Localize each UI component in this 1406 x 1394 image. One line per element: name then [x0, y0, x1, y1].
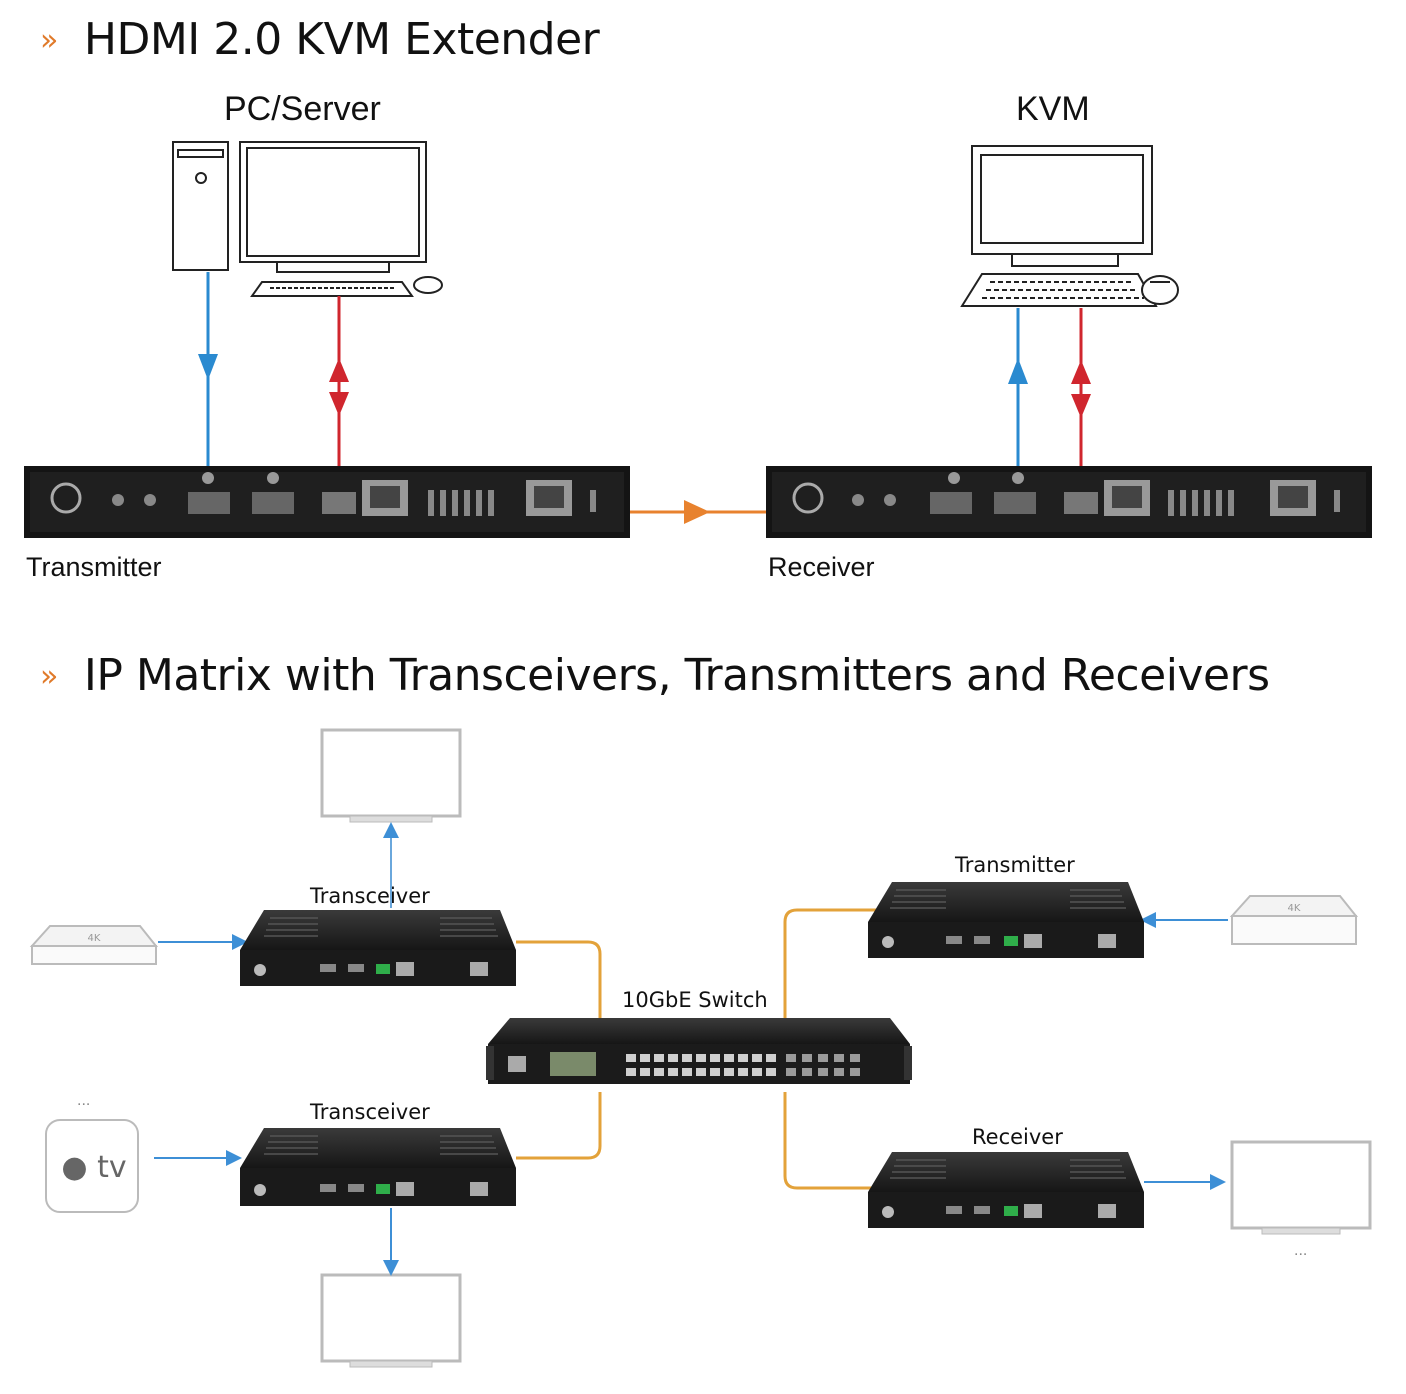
display-bottom-icon [320, 1273, 462, 1368]
cable-transceiver-top [516, 940, 602, 1018]
kvm-keyboard-icon [960, 273, 1158, 307]
label-transmitter: Transmitter [26, 552, 162, 582]
title-text: HDMI 2.0 KVM Extender [83, 14, 600, 65]
label-receiver-2: Receiver [972, 1125, 1063, 1149]
chevron-marker-icon: » [40, 23, 58, 58]
transceiver-top-device [240, 910, 516, 986]
usb-link-tx [329, 296, 349, 468]
label-10gbe-switch: 10GbE Switch [622, 988, 768, 1012]
label-transceiver-top: Transceiver [310, 884, 430, 908]
monitor-icon [239, 141, 427, 273]
chevron-marker-icon: » [40, 659, 58, 694]
usb-link-rx [1071, 308, 1091, 468]
keyboard-icon [250, 281, 414, 297]
transmitter-device [24, 466, 630, 538]
network-switch-device [486, 1018, 912, 1084]
display-right-icon [1230, 1140, 1372, 1235]
kvm-monitor-icon [971, 145, 1153, 267]
label-pc-server: PC/Server [224, 90, 381, 128]
video-link-rx [1008, 308, 1028, 468]
4k-source-box-left-icon: 4K [29, 925, 159, 965]
label-transceiver-bottom: Transceiver [310, 1100, 430, 1124]
cable-transceiver-bottom [516, 1092, 602, 1160]
receiver-2-device [868, 1152, 1144, 1228]
pc-tower-icon [172, 141, 229, 271]
apple-logo-icon: ● [61, 1150, 87, 1185]
svg-text:● tv: ● tv [61, 1150, 126, 1185]
label-transmitter-2: Transmitter [955, 853, 1075, 877]
4k-label-right: 4K [1288, 903, 1301, 914]
mouse-icon [413, 276, 443, 294]
receiver-device [766, 466, 1372, 538]
transceiver-bottom-device [240, 1128, 516, 1206]
apple-tv-label: tv [97, 1150, 127, 1185]
display-top-icon [320, 728, 462, 823]
4k-source-box-right-icon: 4K [1229, 895, 1359, 945]
title-text: IP Matrix with Transceivers, Transmitter… [83, 650, 1270, 701]
section-title-ip-matrix: » IP Matrix with Transceivers, Transmitte… [40, 650, 1270, 701]
video-link-tx [198, 272, 218, 468]
cable-receiver [783, 1092, 880, 1190]
label-receiver: Receiver [768, 552, 875, 582]
cable-transmitter [783, 908, 880, 1018]
ellipsis-bottom: ... [1294, 1242, 1308, 1259]
cable-lines [516, 908, 880, 1190]
transmitter-2-device [868, 882, 1144, 958]
label-kvm: KVM [1016, 90, 1090, 128]
4k-label-left: 4K [88, 933, 101, 944]
kvm-mouse-icon [1141, 275, 1179, 305]
apple-tv-icon: ● tv [45, 1119, 139, 1213]
ellipsis-top: ... [77, 1092, 91, 1109]
network-link [630, 500, 766, 524]
section-title-kvm-extender: » HDMI 2.0 KVM Extender [40, 14, 600, 65]
